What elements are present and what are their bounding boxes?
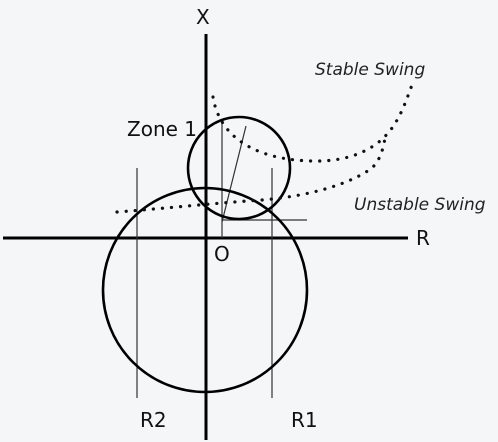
r1-label: R1 bbox=[291, 408, 318, 432]
origin-label: O bbox=[214, 242, 230, 266]
unstable-swing-curve bbox=[115, 136, 387, 214]
zone-1-circle bbox=[186, 115, 292, 221]
unstable-swing-label: Unstable Swing bbox=[354, 195, 486, 215]
stable-swing-label: Stable Swing bbox=[315, 60, 425, 80]
r-axis-label: R bbox=[416, 226, 430, 250]
r2-label: R2 bbox=[140, 408, 167, 432]
stable-swing-curve bbox=[211, 83, 414, 163]
x-axis-label: X bbox=[196, 5, 210, 29]
large-circle bbox=[101, 186, 309, 394]
zone-1-label: Zone 1 bbox=[127, 117, 197, 141]
